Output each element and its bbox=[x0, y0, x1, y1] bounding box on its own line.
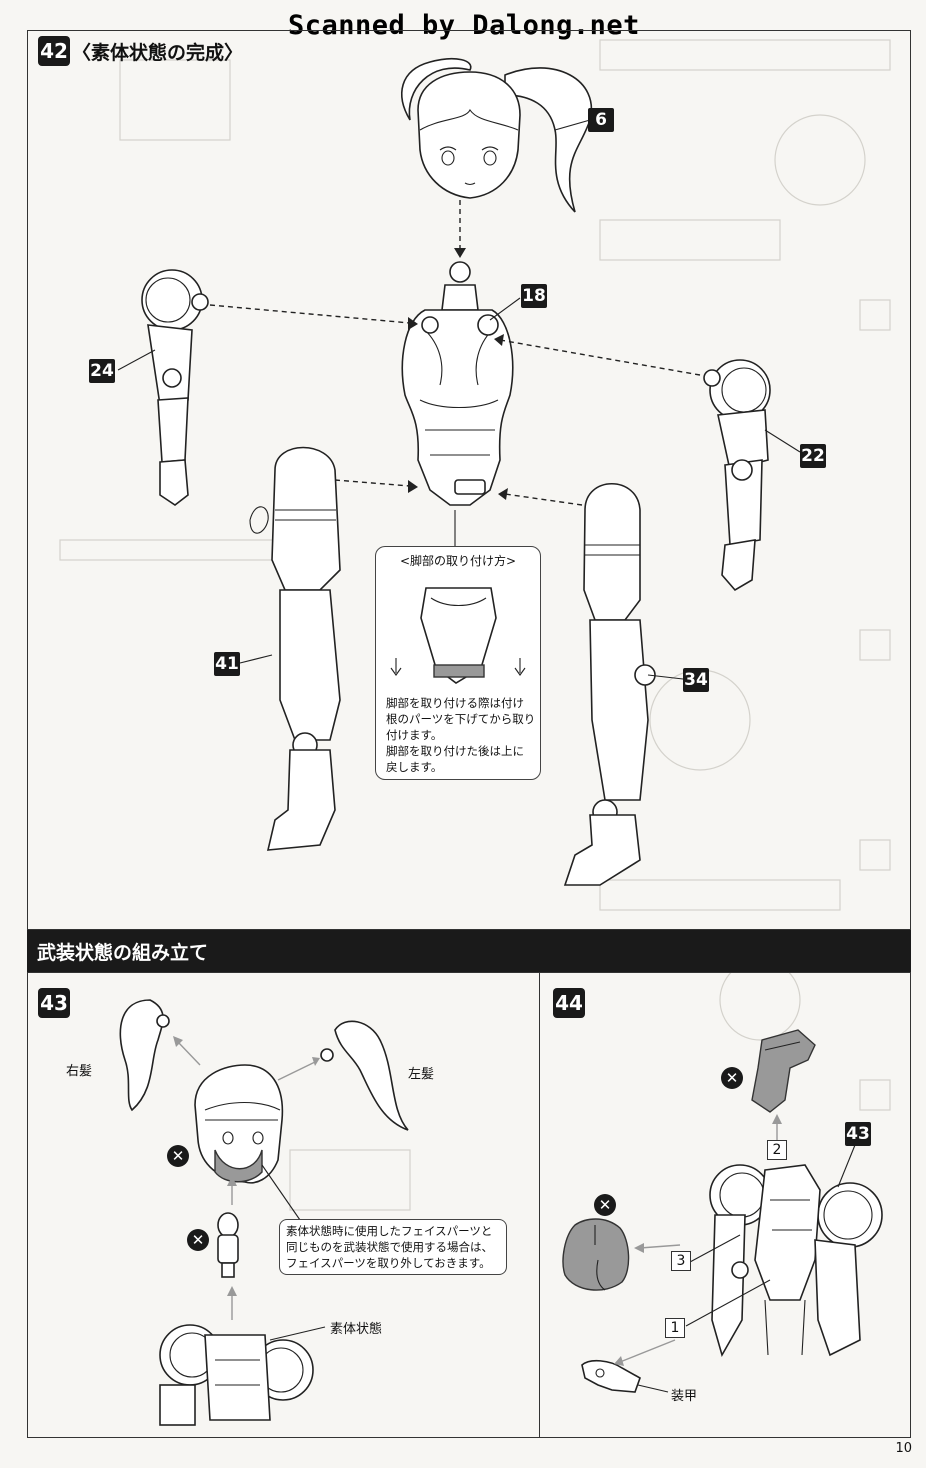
part-tag-head: 6 bbox=[588, 108, 614, 132]
note-line: 同じものを武装状態で使用する場合は、 bbox=[286, 1240, 493, 1254]
armored-head-illustration bbox=[194, 1064, 284, 1184]
face-part-note: 素体状態時に使用したフェイスパーツと 同じものを武装状態で使用する場合は、 フェ… bbox=[279, 1219, 507, 1275]
right-hair-label: 右髪 bbox=[66, 1064, 93, 1079]
head-part-illustration bbox=[401, 58, 593, 213]
page-number: 10 bbox=[895, 1441, 912, 1456]
callout-line: 脚部を取り付けた後は上に bbox=[386, 744, 524, 758]
part-tag-torso: 18 bbox=[521, 284, 547, 308]
step-42-number: 42 bbox=[38, 36, 70, 66]
leg-attachment-callout: <脚部の取り付け方> 脚部を取り付ける際は付け 根のパーツを下げてから取り 付け… bbox=[375, 546, 541, 780]
callout-text: 脚部を取り付ける際は付け 根のパーツを下げてから取り 付けます。 脚部を取り付け… bbox=[386, 695, 535, 775]
left-leg-part-illustration bbox=[563, 482, 656, 886]
remove-mark-icon: ✕ bbox=[187, 1229, 209, 1251]
left-hair-label: 左髪 bbox=[408, 1067, 435, 1082]
callout-line: 脚部を取り付ける際は付け bbox=[386, 696, 524, 710]
step-divider bbox=[539, 972, 540, 1438]
assembled-body-illustration bbox=[709, 1164, 883, 1358]
note-line: フェイスパーツを取り外しておきます。 bbox=[286, 1256, 491, 1270]
note-line: 素体状態時に使用したフェイスパーツと bbox=[286, 1224, 493, 1238]
chest-armor-piece-illustration bbox=[562, 1218, 630, 1291]
right-hair-illustration bbox=[119, 999, 170, 1112]
body-state-illustration bbox=[159, 1324, 314, 1426]
part-tag-left-arm: 22 bbox=[800, 444, 826, 468]
head-armor-piece-illustration bbox=[751, 1029, 816, 1113]
order-number-3: 3 bbox=[671, 1251, 691, 1271]
right-arm-part-illustration bbox=[141, 269, 209, 506]
right-leg-part-illustration bbox=[249, 446, 341, 851]
face-part-illustration bbox=[217, 1212, 239, 1278]
step-43-number: 43 bbox=[38, 988, 70, 1018]
torso-part-illustration bbox=[401, 261, 514, 506]
callout-line: 根のパーツを下げてから取り bbox=[386, 712, 536, 726]
order-number-2: 2 bbox=[767, 1140, 787, 1160]
remove-mark-icon: ✕ bbox=[167, 1145, 189, 1167]
step-42-title: 〈素体状態の完成〉 bbox=[72, 42, 244, 64]
step-42-frame bbox=[27, 30, 911, 930]
part-tag-assembled: 43 bbox=[845, 1122, 871, 1146]
armor-label: 装甲 bbox=[671, 1389, 698, 1404]
banner-title: 武装状態の組み立て bbox=[37, 942, 209, 964]
step-44-number: 44 bbox=[553, 988, 585, 1018]
part-tag-right-leg: 41 bbox=[214, 652, 240, 676]
left-arm-part-illustration bbox=[703, 359, 771, 592]
callout-line: 戻します。 bbox=[386, 760, 443, 774]
callout-title: <脚部の取り付け方> bbox=[399, 554, 517, 568]
part-tag-left-leg: 34 bbox=[683, 668, 709, 692]
section-banner: 武装状態の組み立て bbox=[27, 930, 911, 972]
part-tag-right-arm: 24 bbox=[89, 359, 115, 383]
armor-piece-illustration bbox=[581, 1359, 641, 1393]
order-number-1: 1 bbox=[665, 1318, 685, 1338]
left-hair-illustration bbox=[320, 1020, 409, 1131]
remove-mark-icon: ✕ bbox=[594, 1194, 616, 1216]
callout-line: 付けます。 bbox=[386, 728, 443, 742]
note-text: 素体状態時に使用したフェイスパーツと 同じものを武装状態で使用する場合は、 フェ… bbox=[286, 1223, 493, 1271]
remove-mark-icon: ✕ bbox=[721, 1067, 743, 1089]
scan-watermark: Scanned by Dalong.net bbox=[288, 10, 640, 41]
callout-hip-illustration bbox=[390, 587, 526, 684]
body-state-label: 素体状態 bbox=[330, 1322, 383, 1337]
steps-43-44-frame bbox=[27, 972, 911, 1438]
